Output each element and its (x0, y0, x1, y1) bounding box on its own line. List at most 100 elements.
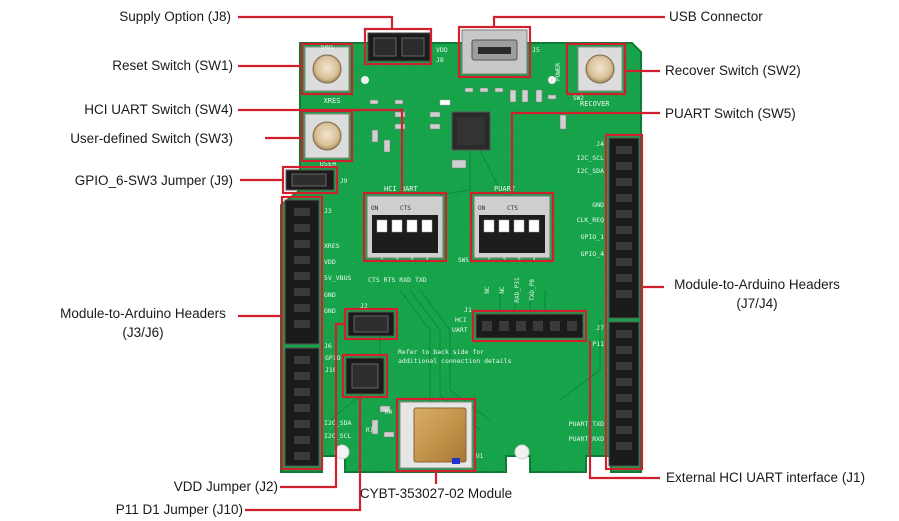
right-pin-3: GND (592, 201, 604, 209)
left-header-j3: J3 XRES VDD 5V_VBUS GND GND (284, 199, 351, 345)
i2c-sda-left: I2C_SDA (324, 419, 351, 427)
callout-ext-hci-uart: External HCI UART interface (J1) (666, 470, 866, 485)
supply-jumper-j8: VDD J8 (367, 32, 448, 64)
user-label: USER (320, 160, 338, 168)
j4-label: J4 (596, 140, 604, 148)
callout-vdd-jumper: VDD Jumper (J2) (173, 479, 278, 494)
hci-on-label: ON (371, 205, 379, 212)
right-header-j4: J4 I2C_SCL I2C_SDA GND CLK_REQ GPIO_1 GP… (577, 137, 640, 319)
left-header-j6: J6 I2C_SDA I2C_SCL (284, 342, 351, 467)
recover-switch-sw2: POWER SW2 RECOVER (555, 46, 623, 108)
j10-label: J10 (325, 366, 337, 374)
left-pin-2: VDD (324, 258, 336, 266)
right-pin-1: I2C_SCL (577, 154, 604, 162)
j6-label: J6 (324, 342, 332, 350)
reset-switch-sw1: SW1 XRES (304, 45, 350, 105)
callout-supply-option: Supply Option (J8) (119, 9, 231, 24)
puart-cts-label: CTS (507, 205, 518, 212)
highlight-sw2 (565, 42, 627, 96)
r4-label: R4 (385, 409, 393, 416)
callout-puart-switch: PUART Switch (SW5) (665, 106, 796, 121)
highlight-sw4 (362, 191, 448, 263)
right-pin-6: GPIO_4 (581, 250, 605, 258)
leader-p11 (245, 397, 362, 512)
highlight-j8 (363, 27, 433, 66)
hci-label: HCI (455, 316, 467, 324)
left-pin-4: GND (324, 291, 336, 299)
leader-hci-uart (238, 108, 404, 193)
puart-pin-1: NC (484, 286, 491, 294)
puart-title: PUART (494, 185, 516, 193)
p11-jumper-j10: GPIO J10 (325, 354, 385, 395)
highlight-j7j4 (604, 133, 644, 471)
r7-label: R7 (366, 427, 374, 434)
callout-recover-switch: Recover Switch (SW2) (665, 63, 801, 78)
hci-uart-dip-sw4: HCI UART ON CTS 1 2 3 4 CTS RTS RXD TXD (366, 185, 444, 284)
gpio6-jumper-j9: J9 (285, 169, 348, 191)
u1-label: U1 (476, 453, 484, 460)
cybt-module: R4 R7 U1 (366, 401, 484, 469)
puart-rxd-label: PUART_RXD (569, 435, 604, 443)
leader-usb (492, 15, 665, 27)
callout-right-headers-line1: Module-to-Arduino Headers (674, 277, 840, 292)
callout-hci-uart-switch: HCI UART Switch (SW4) (84, 102, 233, 117)
vdd-top-label: VDD (436, 46, 448, 54)
mounting-hole (361, 76, 369, 84)
led-indicator (452, 458, 460, 464)
j1-label: J1 (464, 306, 472, 314)
leader-ext-hci (588, 341, 660, 480)
xres-label: XRES (324, 97, 341, 105)
callout-left-headers-line2: (J3/J6) (122, 325, 164, 340)
callout-gpio6-jumper: GPIO_6-SW3 Jumper (J9) (74, 173, 233, 188)
highlight-sw1 (300, 42, 354, 96)
left-pin-3: 5V_VBUS (324, 274, 351, 282)
note-line-1: Refer to back side for (398, 348, 484, 356)
sw5-label: SW5 (458, 257, 469, 264)
highlight-j10 (341, 353, 389, 399)
power-label: POWER (555, 63, 562, 81)
highlight-j1 (471, 309, 588, 343)
callout-p11-jumper: P11 D1 Jumper (J10) (115, 502, 243, 517)
note-line-2: additional connection details (398, 357, 512, 365)
hci-pin-labels: CTS RTS RXD TXD (368, 276, 427, 284)
j7-label: J7 (596, 324, 604, 332)
passive-components (369, 87, 567, 438)
leader-supply (238, 15, 394, 29)
leader-vdd (280, 322, 345, 489)
callout-user-defined-switch: User-defined Switch (SW3) (70, 131, 233, 146)
puart-pin-4: TXD_P0 (529, 279, 536, 301)
external-hci-uart-j1: J1 HCI UART (452, 306, 584, 339)
callout-usb-connector: USB Connector (669, 9, 763, 24)
right-header-j7: J7 P11 PUART_TXD PUART_RXD (569, 321, 640, 467)
callout-right-headers-line2: (J7/J4) (736, 296, 778, 311)
right-pin-2: I2C_SDA (577, 167, 604, 175)
puart-pin-3: RXD_P31 (514, 277, 521, 303)
j9-label: J9 (340, 178, 348, 185)
puart-txd-label: PUART_TXD (569, 420, 604, 428)
j2-label: J2 (360, 302, 368, 310)
usb-connector-j5: J5 (461, 29, 540, 75)
gpio-label: GPIO (325, 354, 341, 362)
p11-right-label: P11 (592, 340, 604, 348)
sw2-label: SW2 (573, 95, 584, 102)
leader-lines (238, 15, 665, 512)
right-pin-5: GPIO_1 (581, 233, 605, 241)
leader-puart (510, 111, 660, 193)
main-ic (451, 111, 491, 151)
i2c-scl-left: I2C_SCL (324, 432, 351, 440)
recover-label: RECOVER (580, 100, 610, 108)
sw1-label: SW1 (320, 45, 334, 51)
mounting-hole (548, 76, 556, 84)
board-note: Refer to back side for additional connec… (398, 348, 512, 365)
left-pin-1: XRES (324, 242, 340, 250)
j3-label: J3 (324, 207, 332, 215)
highlight-j3j6 (280, 195, 324, 471)
callout-reset-switch: Reset Switch (SW1) (112, 58, 233, 73)
uart-label: UART (452, 326, 468, 334)
j8-label: J8 (436, 56, 444, 64)
left-pin-5: GND (324, 307, 336, 315)
hci-cts-label: CTS (400, 205, 411, 212)
led-indicator (439, 99, 451, 106)
mounting-hole (514, 444, 530, 460)
